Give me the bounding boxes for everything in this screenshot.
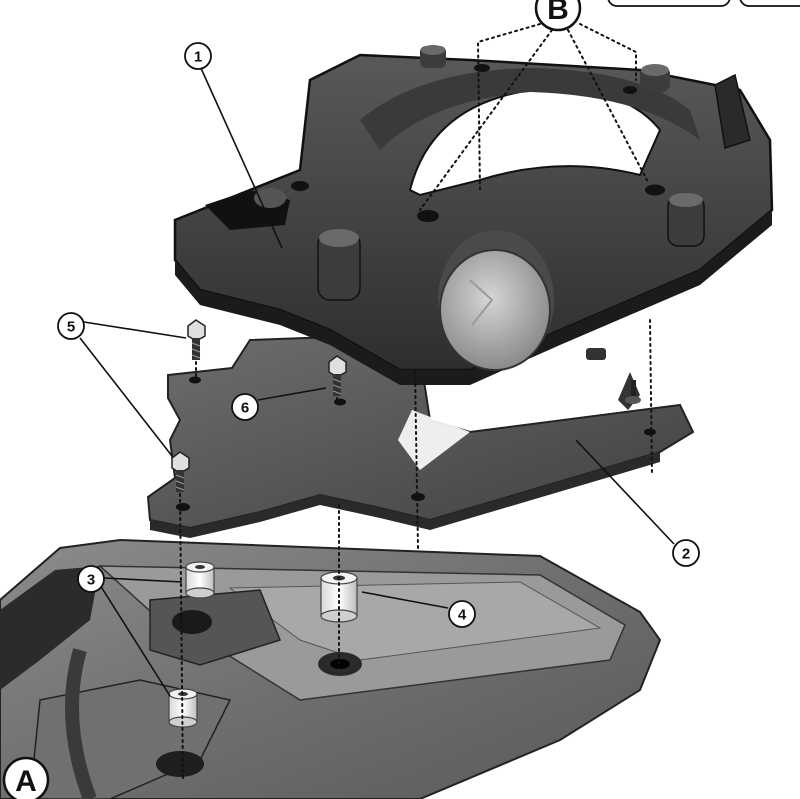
alignment-lines — [179, 23, 653, 779]
svg-text:3: 3 — [87, 572, 95, 589]
svg-text:5: 5 — [67, 319, 75, 336]
callout-2: 2 — [672, 539, 700, 567]
screw-5-lower — [171, 451, 190, 492]
cropped-label-boxes — [607, 0, 800, 7]
svg-text:4: 4 — [458, 607, 467, 624]
screw-5-upper — [187, 319, 206, 360]
svg-text:B: B — [547, 0, 569, 26]
callout-3: 3 — [77, 565, 105, 593]
svg-text:2: 2 — [682, 546, 690, 563]
svg-text:A: A — [15, 765, 37, 798]
leader-lines — [79, 65, 675, 697]
bolt-right — [625, 380, 641, 404]
svg-text:6: 6 — [241, 400, 249, 417]
rear-rack-a — [0, 538, 662, 799]
svg-text:1: 1 — [194, 49, 202, 66]
callout-b: B — [534, 0, 582, 32]
spacer-3-upper — [185, 561, 215, 599]
callout-a: A — [2, 756, 50, 799]
callout-1: 1 — [184, 42, 212, 70]
screw-6 — [328, 355, 347, 396]
callout-5: 5 — [57, 312, 85, 340]
callout-6: 6 — [231, 393, 259, 421]
topcase-base-1 — [173, 45, 774, 410]
callout-4: 4 — [448, 600, 476, 628]
